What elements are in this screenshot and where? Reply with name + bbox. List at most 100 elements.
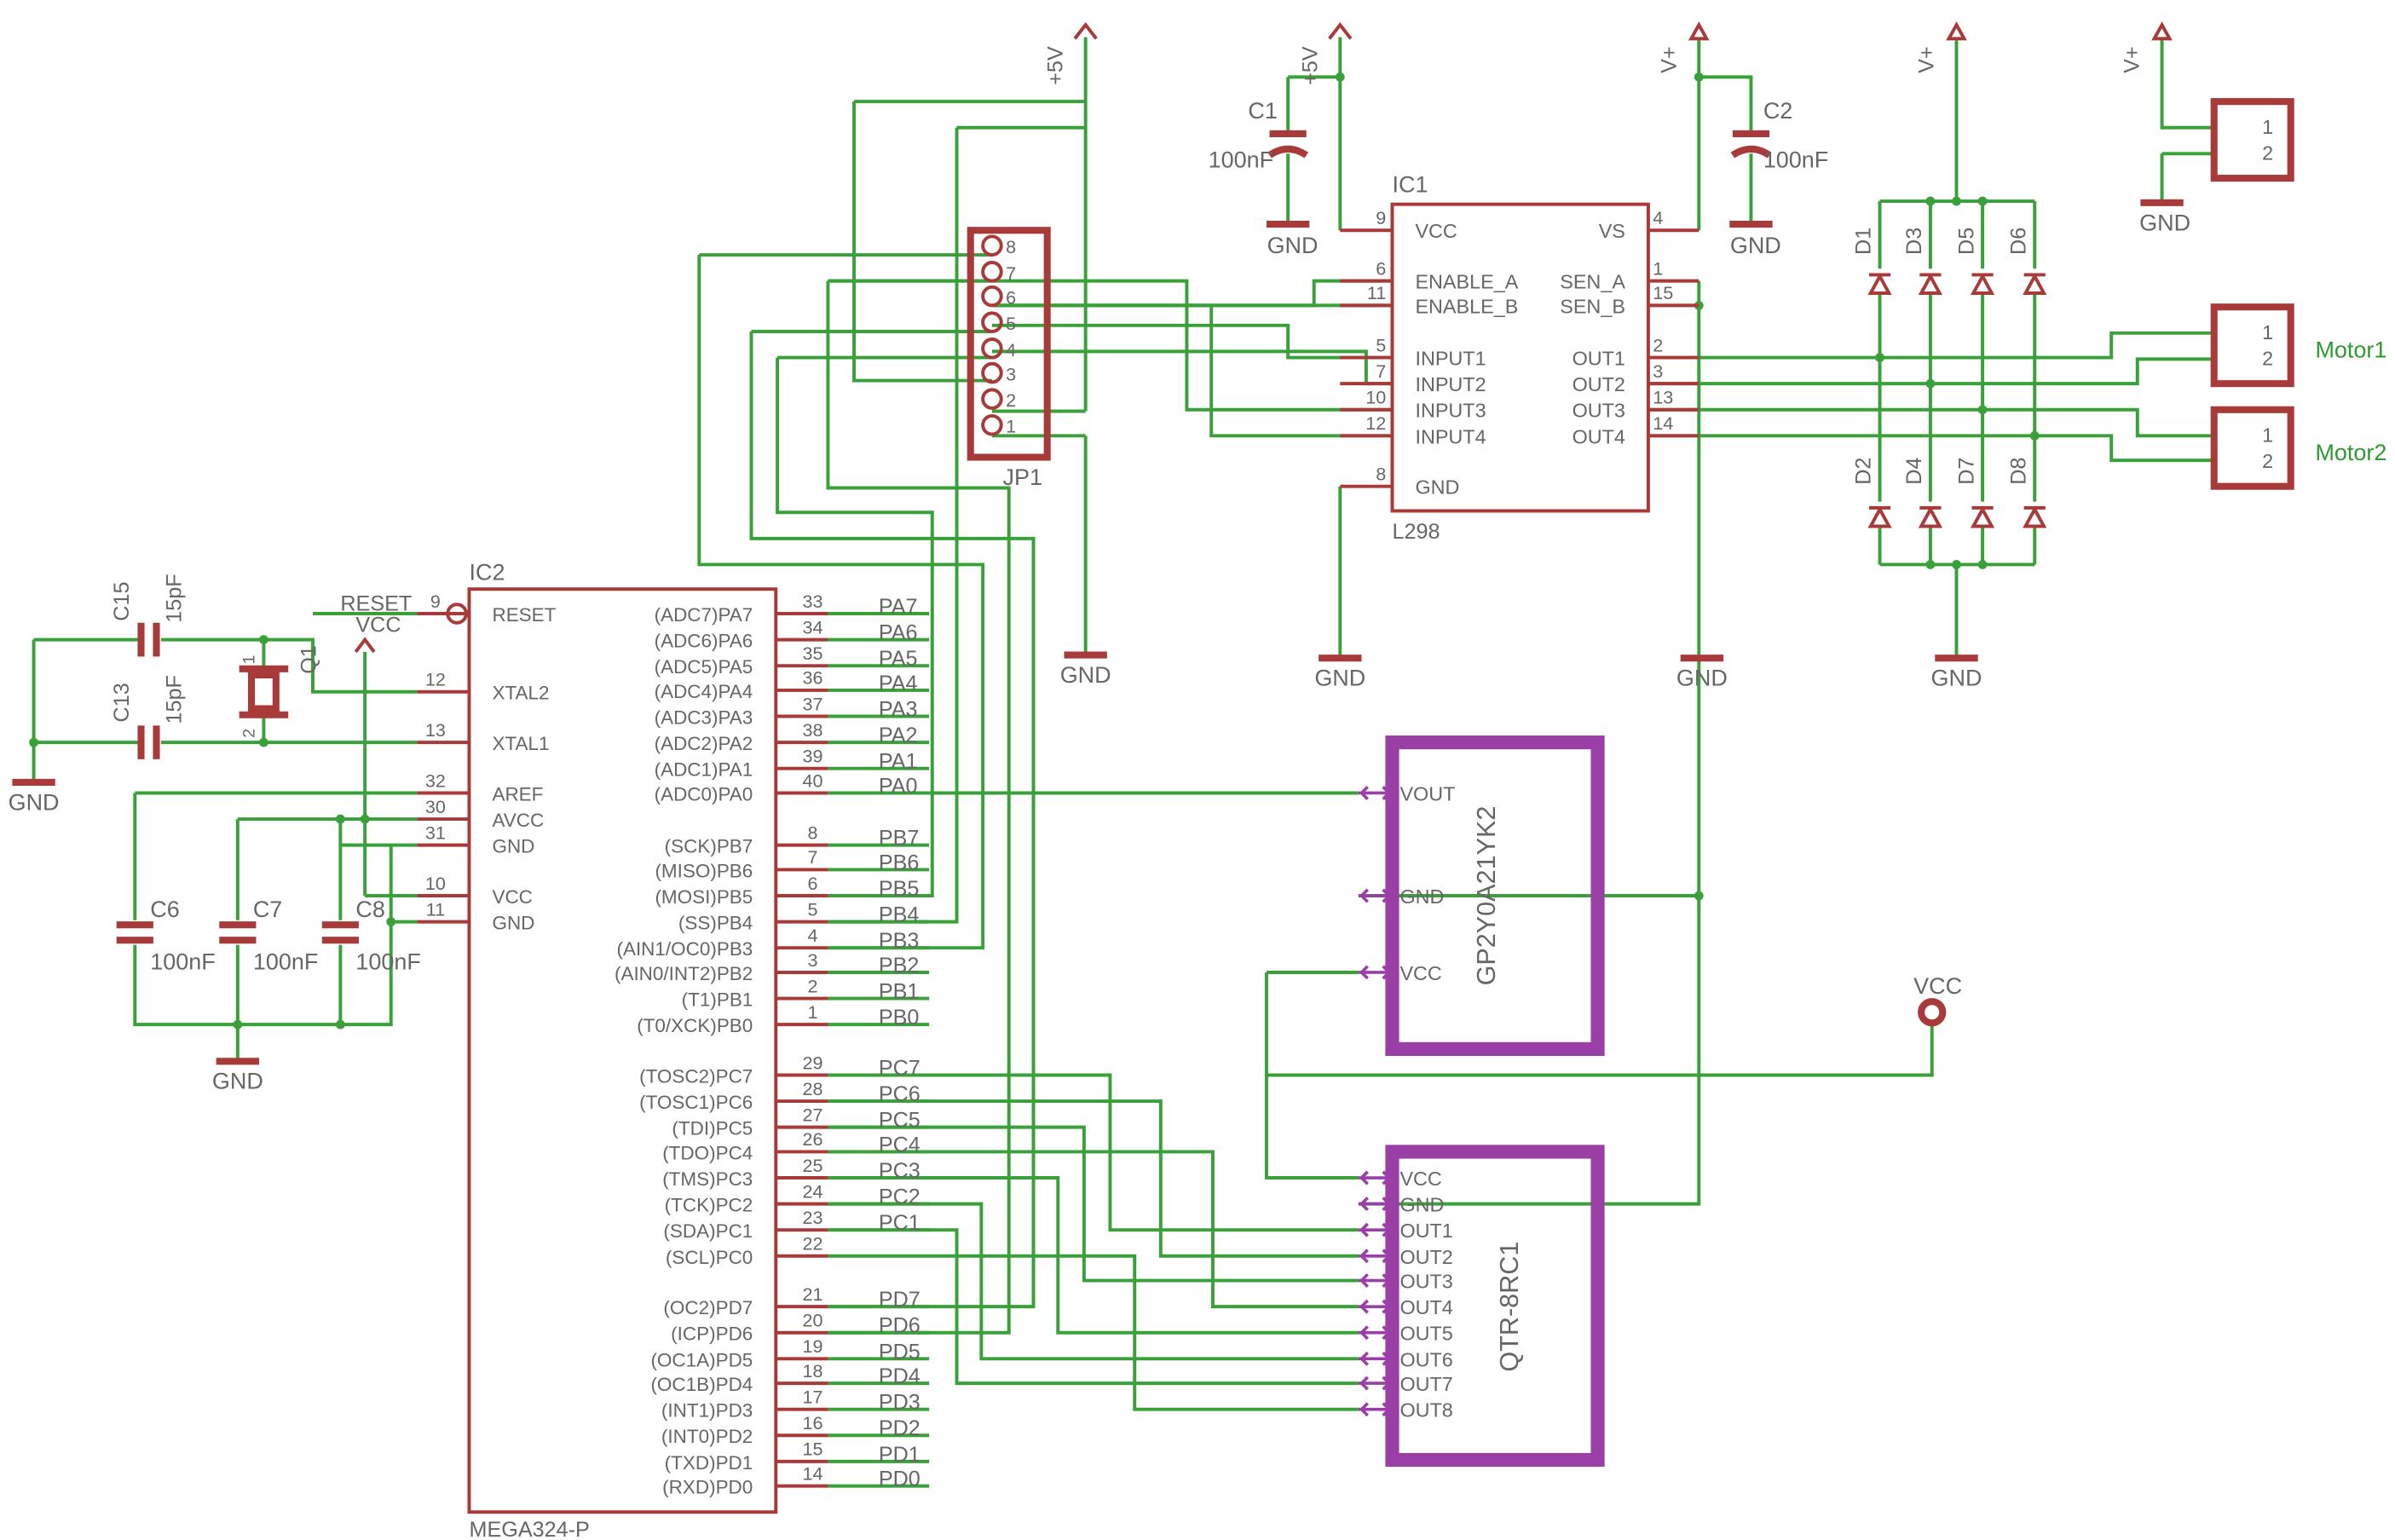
ic1-pin-label: INPUT3 [1415,400,1486,422]
ic2-pin-label: (ADC2)PA2 [655,733,753,754]
ic2-net-label: PC6 [879,1082,920,1106]
jp1-pin-circle [981,361,1003,384]
c13-value: 15pF [162,675,186,724]
qtr-gnd-wire [1358,896,1701,1206]
ic2-net-label: PA4 [879,672,918,695]
jp1-pin-circle [981,261,1003,283]
ic1-pin-number: 13 [1653,387,1673,408]
ic1-pin-number: 2 [1653,334,1663,355]
ic2-pin-number: 8 [807,822,817,843]
ic2-net-label: PA3 [879,698,918,722]
connector-pin-number: 2 [2262,142,2273,164]
ic2-pin-number: 38 [802,719,822,741]
ic2-pin-number: 28 [802,1078,822,1099]
ic2-pin-label: (ICP)PD6 [671,1324,753,1345]
gnd-label: GND [1060,662,1111,688]
qtr-pin-label: VCC [1399,1168,1441,1190]
jp1-pin-number: 2 [1006,389,1016,411]
connector-pin-number: 2 [2262,450,2273,472]
ic2-pin-number: 25 [802,1155,822,1176]
ic2-net-label: PC5 [879,1109,920,1133]
c7-value: 100nF [253,949,318,974]
jp-pd7 [749,331,1036,1309]
ic2-pin-number: 30 [425,796,446,817]
ic2-pin-number: 24 [802,1180,822,1202]
ic2-pin-number: 23 [802,1207,822,1228]
ic2-pin-number: 14 [802,1462,822,1484]
ic2-pin-number: 20 [802,1310,822,1331]
ic2-pin-label: (SS)PB4 [678,913,753,934]
ic2-pin-number: 22 [802,1233,822,1254]
connector-pin-number: 1 [2262,424,2273,447]
ic2-pin-label: (T1)PB1 [682,989,753,1011]
ic2-pin-label: (T0/XCK)PB0 [637,1015,753,1036]
c7-name: C7 [253,897,282,922]
ic2-net-label: PC7 [879,1056,920,1080]
c6-value: 100nF [150,949,215,974]
ic2-pin-label: (OC1B)PD4 [650,1374,753,1395]
ic2-net-label: PD2 [879,1416,920,1440]
vplus-symbol [1946,21,1967,41]
ic2-net-label: PD6 [879,1314,920,1338]
ic1-pin-number: 3 [1653,360,1663,382]
reset-label: RESET [340,591,412,615]
ic1-pin-number: 8 [1376,463,1386,484]
ic2-net-label: PB6 [879,851,920,874]
jp1-pin-number: 8 [1006,236,1016,257]
ic1-pin-label: ENABLE_A [1415,271,1518,293]
ic2-net-label: PB7 [879,827,920,851]
qtr-sensor-body [1385,1145,1605,1468]
out2-wire [1648,357,2214,386]
ic2-net-label: PC2 [879,1185,920,1209]
ic2-pin-number: 10 [425,873,446,894]
ic2-pin-number: 36 [802,667,822,689]
pc4-to-out4 [828,1150,1359,1309]
qtr-pin-label: OUT5 [1399,1323,1452,1345]
gp2y-sensor-body [1385,735,1605,1057]
junction-dot [2029,430,2040,441]
decoupling-gnd-bus [133,921,393,1027]
out4-wire [1648,434,2214,463]
diode-bottom-symbol [1970,505,1995,528]
pc6-to-out2 [828,1099,1359,1258]
ic1-pin-number: 14 [1653,412,1673,434]
ic2-pin-label: (TCK)PC2 [665,1195,753,1216]
ic2-pin-number: 19 [802,1335,822,1357]
ic2-pin-number: 5 [807,898,817,920]
gnd-label: GND [2139,210,2190,235]
ic2-net-label: PD3 [879,1391,920,1415]
junction-dot [233,1019,243,1030]
gnd-label: GND [9,789,60,815]
pc1-to-out7 [828,1228,1359,1386]
ic2-net-label: PC3 [879,1159,920,1183]
ic2-pin-number: 37 [802,693,822,714]
jp1-pin-circle [981,285,1003,308]
ic2-net-label: PB0 [879,1006,920,1030]
connector-pin-number: 1 [2262,116,2273,138]
ic2-pin-number: 6 [807,873,817,894]
ic2-pin-number: 11 [426,898,445,920]
ic1-pin-label: VS [1599,220,1625,242]
ic2-part: MEGA324-P [469,1518,589,1540]
jp1-pin-circle [981,337,1003,360]
junction-dot [1925,378,1936,389]
ic2-pin-number: 9 [430,591,441,612]
ic1-pin-number: 7 [1376,360,1386,382]
gp2y-pin-label: GND [1399,885,1444,908]
c2-name: C2 [1763,98,1792,124]
c1-name: C1 [1248,98,1277,124]
ic2-pin-number: 21 [802,1283,822,1305]
junction-dot [1335,72,1345,82]
ic2-net-label: PA6 [879,621,918,645]
ic1-pin-number: 15 [1653,282,1673,303]
ic1-pin-label: GND [1415,476,1459,499]
diode-top-symbol [1970,273,1995,295]
ic2-pin-label: (SDA)PC1 [663,1220,753,1242]
c15-name: C15 [110,582,134,621]
motor1-label: Motor1 [2315,337,2386,363]
ic2-pin-number: 3 [807,949,817,971]
ic2-pin-label: (TOSC1)PC6 [639,1092,753,1113]
qtr-name: QTR-8RC1 [1495,1242,1524,1372]
ic2-pin-label: (ADC3)PA3 [655,707,753,729]
ic2-pin-label: (MISO)PB6 [655,860,753,881]
